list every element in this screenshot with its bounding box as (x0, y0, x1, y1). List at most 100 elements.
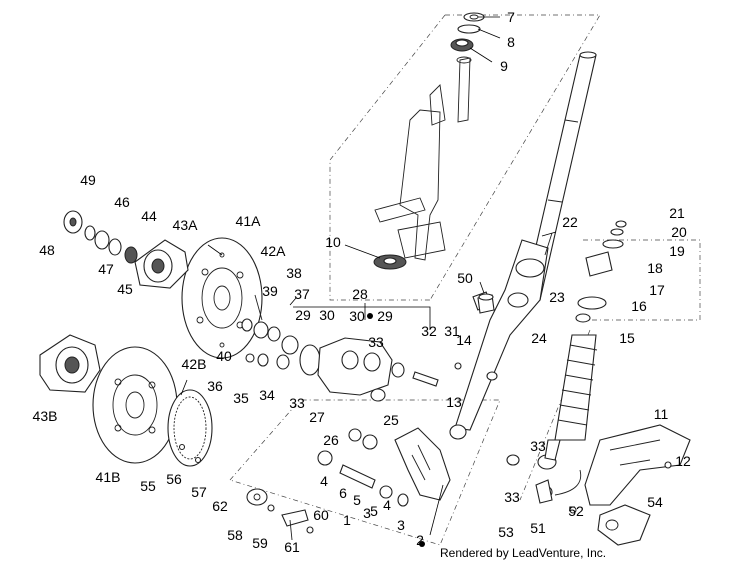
callout-60: 60 (313, 507, 329, 523)
callout-12: 12 (675, 453, 691, 469)
callout-21: 21 (669, 205, 685, 221)
callout-14: 14 (456, 332, 472, 348)
callout-27: 27 (309, 409, 325, 425)
callout-34: 34 (259, 387, 275, 403)
callout-43a: 43A (173, 217, 199, 233)
callout-7: 7 (507, 9, 515, 25)
clamp (597, 504, 651, 546)
callout-42b: 42B (182, 356, 207, 372)
callout-4: 4 (320, 473, 328, 489)
callout-37: 37 (294, 286, 310, 302)
callout-19: 19 (669, 243, 685, 259)
callout-53: 53 (498, 524, 514, 540)
callout-48: 48 (39, 242, 55, 258)
callout-26: 26 (323, 432, 339, 448)
callout-57: 57 (191, 484, 207, 500)
bearing-set-upper (63, 210, 138, 264)
shock-absorber (537, 220, 627, 470)
callout-6: 6 (339, 485, 347, 501)
callout-52: 52 (568, 503, 584, 519)
callout-11: 11 (654, 406, 669, 422)
callout-45: 45 (117, 281, 133, 297)
callout-15: 15 (619, 330, 635, 346)
junction-dot (419, 541, 425, 547)
callout-41a: 41A (236, 213, 262, 229)
assembly-guide-lines (229, 14, 701, 546)
callout-46: 46 (114, 194, 130, 210)
callout-58: 58 (227, 527, 243, 543)
callout-36: 36 (207, 378, 223, 394)
callout-5: 5 (370, 503, 378, 519)
callout-55: 55 (140, 478, 156, 494)
steering-column (374, 56, 472, 261)
callout-18: 18 (647, 260, 663, 276)
callout-17: 17 (649, 282, 665, 298)
brake-caliper (299, 337, 462, 402)
swing-arm (317, 427, 451, 507)
callout-1: 1 (343, 512, 351, 528)
callout-16: 16 (631, 298, 647, 314)
callout-30: 30 (349, 308, 365, 324)
callout-25: 25 (383, 412, 399, 428)
callout-3: 3 (397, 517, 405, 533)
callout-33: 33 (368, 334, 384, 350)
speed-sensor (178, 443, 314, 541)
callout-33: 33 (530, 438, 546, 454)
callout-56: 56 (166, 471, 182, 487)
callout-40: 40 (216, 348, 232, 364)
callout-43b: 43B (33, 408, 58, 424)
lower-mount (506, 454, 582, 514)
callout-47: 47 (98, 261, 114, 277)
callout-50: 50 (457, 270, 473, 286)
tone-ring (167, 389, 213, 467)
callout-10: 10 (325, 234, 341, 250)
wheel-hub-43b (39, 334, 101, 393)
brake-disc-41b (92, 346, 178, 464)
callout-59: 59 (252, 535, 268, 551)
fork-leg (449, 51, 597, 440)
callout-28: 28 (352, 286, 368, 302)
junction-dot (367, 313, 373, 319)
callout-29: 29 (377, 308, 393, 324)
wheel-hub-43a (134, 239, 189, 289)
callout-23: 23 (549, 289, 565, 305)
callout-33: 33 (289, 395, 305, 411)
callout-4: 4 (383, 497, 391, 513)
callout-31: 31 (444, 323, 460, 339)
credit-text: Rendered by LeadVenture, Inc. (440, 546, 607, 560)
callout-33: 33 (504, 489, 520, 505)
callout-38: 38 (286, 265, 302, 281)
callout-44: 44 (141, 208, 157, 224)
brake-disc-41a (181, 237, 263, 359)
callout-3: 3 (363, 505, 371, 521)
callout-51: 51 (530, 520, 546, 536)
callout-42a: 42A (261, 243, 287, 259)
washer-10 (373, 254, 407, 270)
callout-20: 20 (671, 224, 687, 240)
callout-22: 22 (562, 214, 578, 230)
callout-29: 29 (295, 307, 311, 323)
bushing (477, 293, 495, 314)
callout-8: 8 (507, 34, 515, 50)
callout-41b: 41B (96, 469, 121, 485)
callout-49: 49 (80, 172, 96, 188)
leader-lines (180, 16, 557, 536)
callout-24: 24 (531, 330, 547, 346)
spacer-set (241, 294, 299, 370)
callout-32: 32 (421, 323, 437, 339)
stem-nut-set (450, 12, 485, 52)
callout-39: 39 (262, 283, 278, 299)
callout-35: 35 (233, 390, 249, 406)
callout-5: 5 (353, 492, 361, 508)
callout-61: 61 (284, 539, 300, 555)
callout-62: 62 (212, 498, 228, 514)
callout-9: 9 (500, 58, 508, 74)
callout-54: 54 (647, 494, 663, 510)
callout-2: 2 (416, 532, 424, 548)
callout-13: 13 (446, 394, 462, 410)
mudguard (584, 424, 691, 506)
callout-30: 30 (319, 307, 335, 323)
